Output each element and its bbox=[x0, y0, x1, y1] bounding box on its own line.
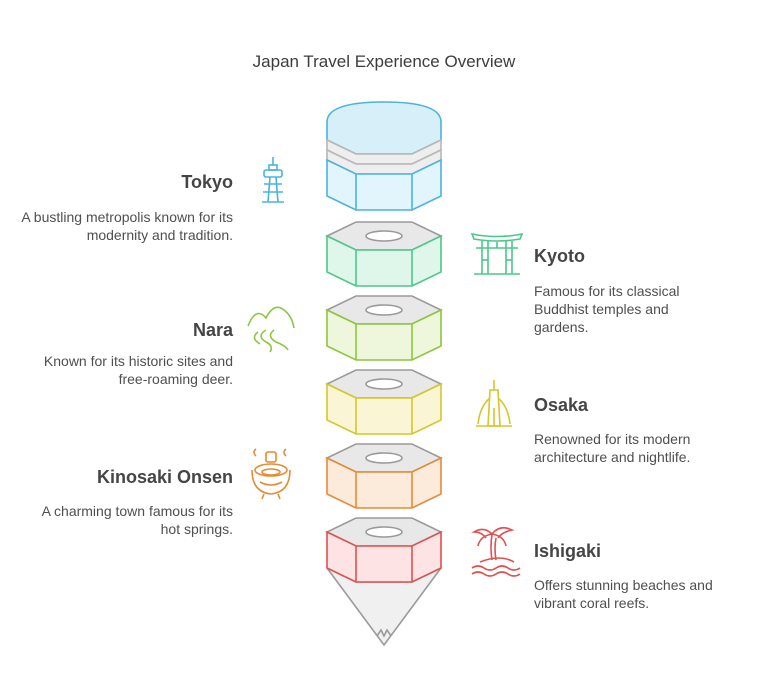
torii-gate-icon bbox=[470, 232, 524, 275]
hot-spring-icon bbox=[251, 448, 291, 500]
palm-island-icon bbox=[471, 526, 521, 577]
skyscraper-icon bbox=[476, 380, 512, 427]
stage-label-osaka: Osaka bbox=[534, 395, 589, 415]
stage-label-ishigaki: Ishigaki bbox=[534, 541, 602, 561]
stage-description-ishigaki: Offers stunning beaches and vibrant cora… bbox=[534, 577, 713, 611]
tower-icon bbox=[262, 157, 284, 203]
stage-description-nara: Known for its historic sites and free-ro… bbox=[43, 353, 233, 387]
stack-segment-kyoto bbox=[325, 221, 443, 287]
stack-segment-nara bbox=[325, 295, 443, 361]
stack-segment-ishigaki bbox=[325, 517, 443, 647]
stage-label-kyoto: Kyoto bbox=[534, 246, 585, 266]
stage-label-kinosaki-onsen: Kinosaki Onsen bbox=[96, 467, 233, 487]
stage-description-tokyo: A bustling metropolis known for its mode… bbox=[21, 209, 233, 243]
stage-label-nara: Nara bbox=[192, 320, 233, 340]
stack-segment-osaka bbox=[325, 369, 443, 435]
stage-description-osaka: Renowned for its modern architecture and… bbox=[534, 431, 691, 465]
stage-label-tokyo: Tokyo bbox=[181, 172, 233, 192]
hills-icon bbox=[247, 306, 295, 353]
diagram-title: Japan Travel Experience Overview bbox=[252, 52, 516, 71]
stack-segment-tokyo bbox=[326, 101, 442, 211]
stage-description-kyoto: Famous for its classical Buddhist temple… bbox=[534, 283, 680, 335]
stage-description-kinosaki-onsen: A charming town famous for its hot sprin… bbox=[41, 503, 233, 537]
stack-segment-kinosaki-onsen bbox=[325, 443, 443, 509]
